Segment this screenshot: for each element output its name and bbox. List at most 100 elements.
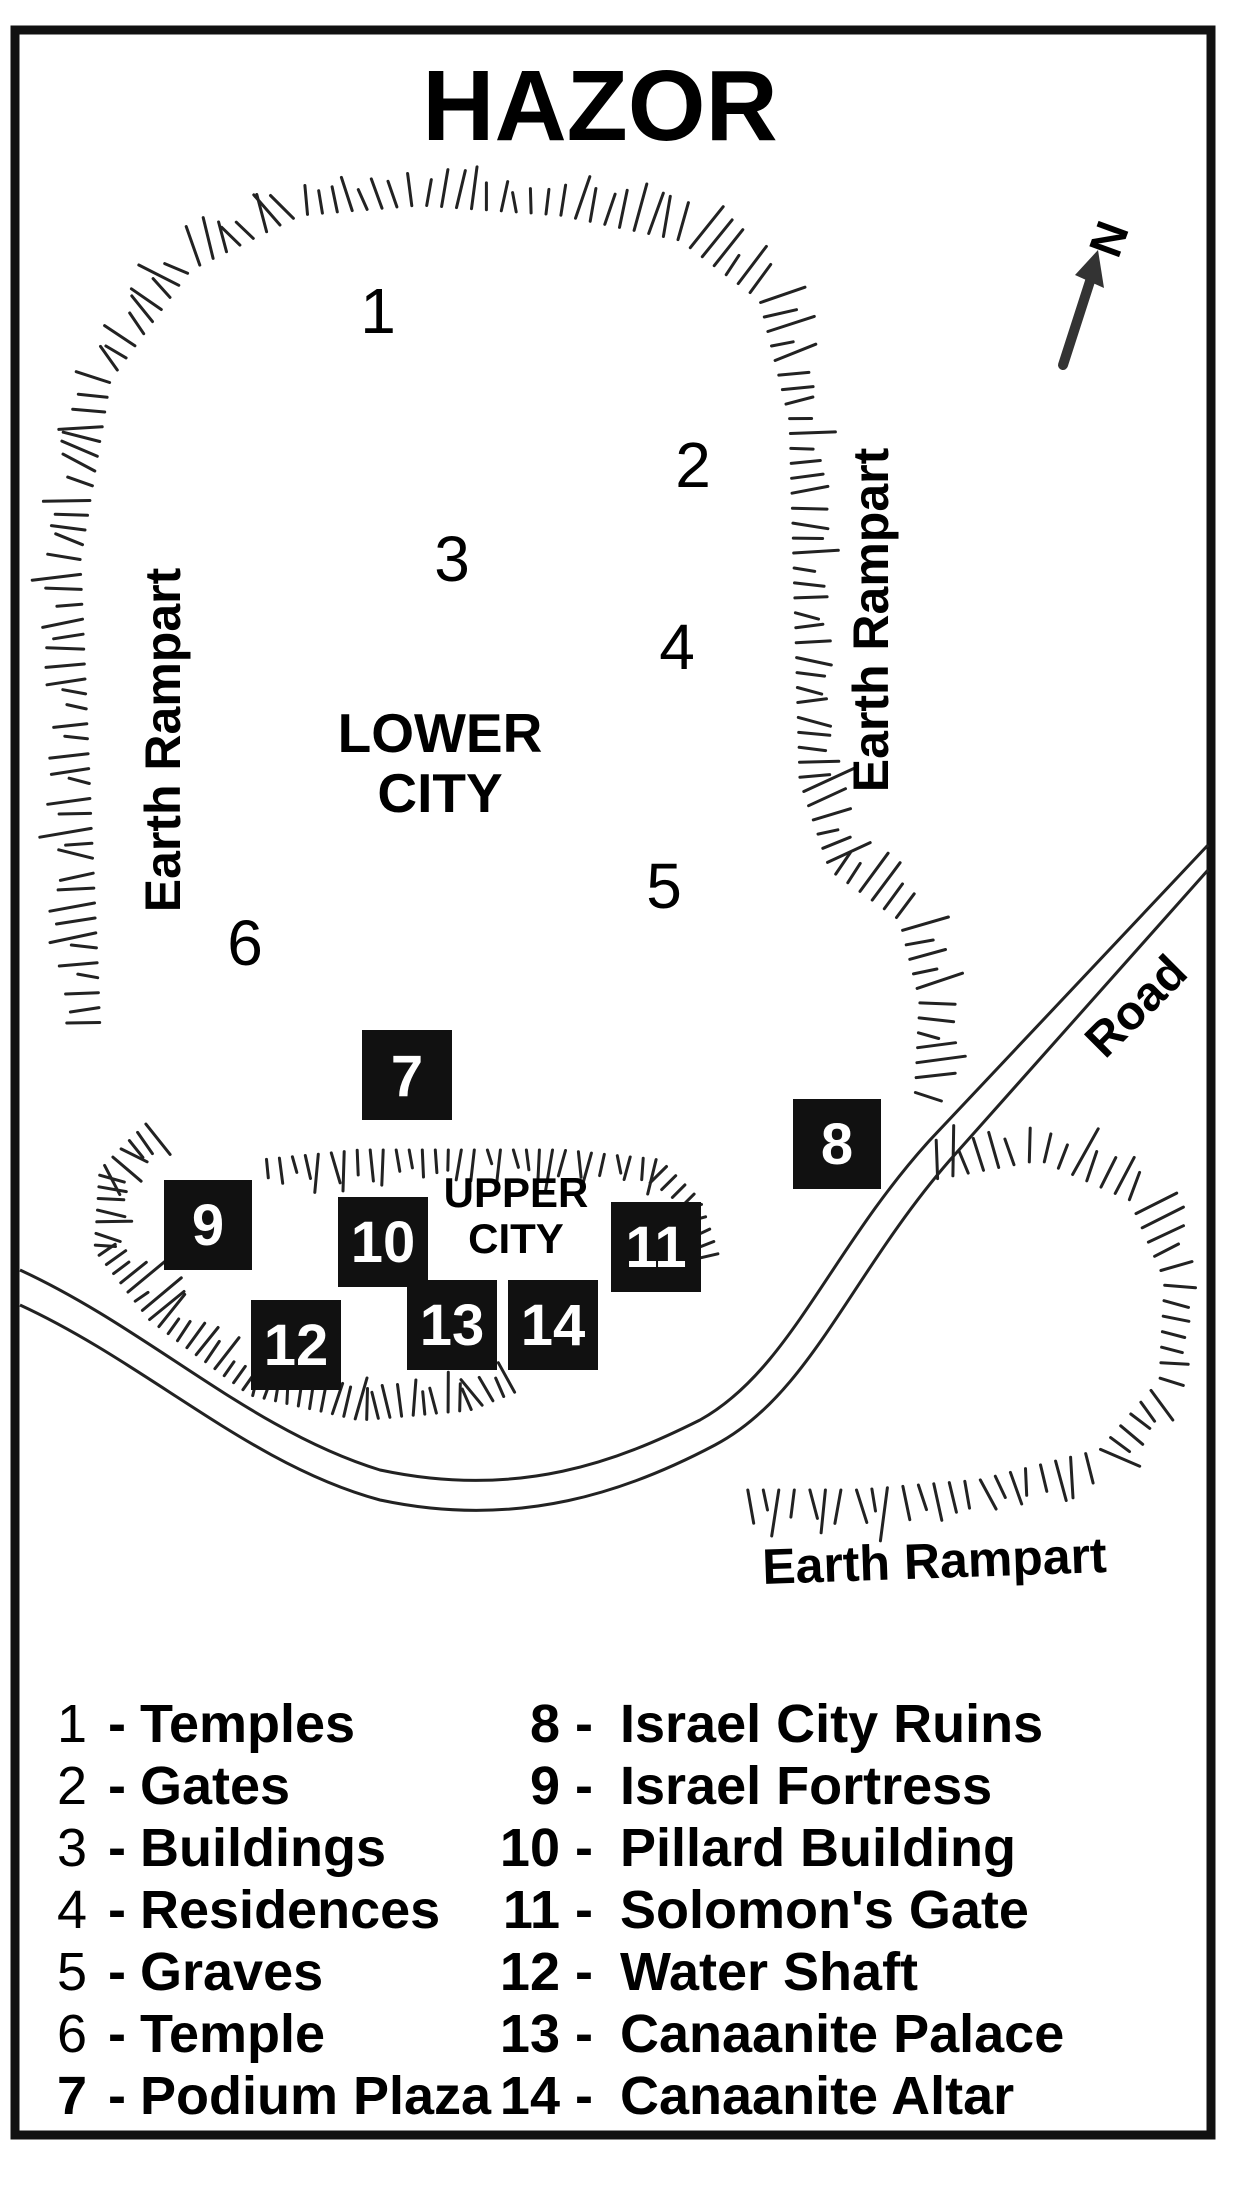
- hachure-stroke: [1127, 1170, 1142, 1202]
- hachure-stroke: [421, 1390, 427, 1416]
- hachure-stroke: [290, 1155, 299, 1174]
- hachure-stroke: [795, 671, 827, 678]
- right-rampart-label: Earth Rampart: [843, 447, 899, 792]
- hachure-stroke: [394, 1148, 402, 1173]
- legend-left-label: Residences: [140, 1880, 440, 1940]
- hachure-stroke: [329, 1151, 342, 1185]
- hachure-stroke: [811, 807, 852, 822]
- legend-left-separator: -: [108, 1694, 126, 1754]
- hachure-stroke: [74, 370, 112, 384]
- hachure-stroke: [129, 287, 163, 311]
- hachure-stroke: [647, 191, 665, 235]
- hachure-stroke: [380, 1384, 392, 1419]
- hachure-stroke: [796, 715, 832, 728]
- hachure-stroke: [64, 841, 94, 847]
- hachure-stroke: [987, 1130, 1001, 1169]
- hachure-stroke: [140, 1276, 183, 1312]
- hachure-stroke: [76, 392, 109, 399]
- legend-right-separator: -: [575, 1818, 593, 1878]
- hachure-stroke: [97, 1185, 128, 1194]
- hachure-stroke: [342, 1385, 353, 1418]
- hachure-stroke: [166, 1317, 181, 1336]
- hachure-stroke: [61, 452, 97, 473]
- hachure-stroke: [1056, 1143, 1069, 1170]
- hachure-stroke: [544, 187, 551, 216]
- hachure-stroke: [660, 1174, 678, 1192]
- hachure-stroke: [66, 475, 94, 488]
- hachure-stroke: [151, 277, 172, 299]
- legend-left-label: Gates: [140, 1756, 290, 1816]
- legend-right-label: Water Shaft: [620, 1942, 918, 2002]
- hachure-stroke: [49, 767, 91, 776]
- hachure-stroke: [789, 1488, 796, 1519]
- site-box-11: 11: [611, 1202, 701, 1292]
- site-number-4: 4: [659, 611, 695, 683]
- left-rampart-label: Earth Rampart: [135, 567, 191, 912]
- hachure-stroke: [56, 886, 96, 892]
- map-title: HAZOR: [422, 50, 778, 162]
- hachure-stroke: [1153, 1242, 1180, 1258]
- bottom-rampart-label: Earth Rampart: [761, 1527, 1108, 1595]
- hachure-stroke: [45, 677, 87, 687]
- hachure-stroke: [912, 967, 939, 976]
- hachure-stroke: [308, 1386, 315, 1411]
- hachure-stroke: [901, 1484, 912, 1522]
- hachure-stroke: [119, 1147, 149, 1164]
- hachure-stroke: [469, 1148, 476, 1183]
- hachure-stroke: [914, 1071, 957, 1080]
- hachure-stroke: [57, 811, 93, 816]
- svg-text:13: 13: [420, 1293, 485, 1358]
- hachure-stroke: [511, 1148, 520, 1169]
- legend-right-separator: -: [575, 1756, 593, 1816]
- hachure-stroke: [112, 1260, 131, 1276]
- hachure-stroke: [54, 532, 84, 547]
- legend-left-number: 4: [57, 1880, 87, 1940]
- hachure-stroke: [57, 961, 99, 968]
- hachure-stroke: [396, 1383, 404, 1418]
- hachure-stroke: [798, 773, 832, 779]
- hachure-stroke: [793, 595, 829, 600]
- hachure-stroke: [971, 1136, 985, 1172]
- hachure-stroke: [1160, 1330, 1187, 1339]
- hachure-stroke: [858, 851, 890, 893]
- hachure-stroke: [870, 861, 902, 902]
- hachure-stroke: [222, 1360, 236, 1378]
- svg-text:12: 12: [264, 1313, 329, 1378]
- hachure-stroke: [71, 407, 107, 414]
- hachure-stroke: [319, 1388, 327, 1413]
- hachure-stroke: [95, 1219, 134, 1224]
- hachure-stroke: [1162, 1299, 1190, 1309]
- hachure-stroke: [204, 1339, 221, 1364]
- hachure-stroke: [784, 395, 815, 406]
- hachure-stroke: [712, 228, 745, 268]
- hachure-stroke: [133, 1290, 150, 1303]
- hachure-stroke: [1149, 1388, 1175, 1422]
- hachure-stroke: [615, 1154, 623, 1175]
- hachure-stroke: [48, 931, 98, 945]
- hachure-stroke: [524, 1148, 531, 1172]
- legend-right-label: Canaanite Altar: [620, 2066, 1014, 2126]
- hachure-stroke: [762, 308, 798, 319]
- hachure-stroke: [368, 1148, 375, 1183]
- hachure-stroke: [136, 1130, 154, 1156]
- hachure-stroke: [1008, 1470, 1024, 1506]
- hachure-stroke: [1071, 1127, 1100, 1176]
- hachure-stroke: [676, 201, 690, 242]
- hachure-stroke: [232, 1364, 247, 1385]
- legend-left-separator: -: [108, 1942, 126, 2002]
- hachure-stroke: [790, 484, 830, 495]
- hachure-stroke: [688, 205, 725, 250]
- hachure-stroke: [96, 1208, 127, 1219]
- hachure-stroke: [460, 1387, 473, 1411]
- hachure-stroke: [544, 1148, 554, 1192]
- hachure-stroke: [157, 1292, 187, 1329]
- site-number-1: 1: [360, 275, 396, 347]
- legend-right-separator: -: [575, 1942, 593, 2002]
- hachure-stroke: [60, 439, 99, 458]
- hachure-stroke: [761, 1488, 769, 1512]
- legend: 1-Temples2-Gates3-Buildings4-Residences5…: [57, 1694, 1064, 2126]
- site-number-3: 3: [434, 523, 470, 595]
- hachure-stroke: [68, 1006, 101, 1014]
- hachure-stroke: [816, 828, 840, 836]
- hachure-stroke: [454, 1148, 463, 1182]
